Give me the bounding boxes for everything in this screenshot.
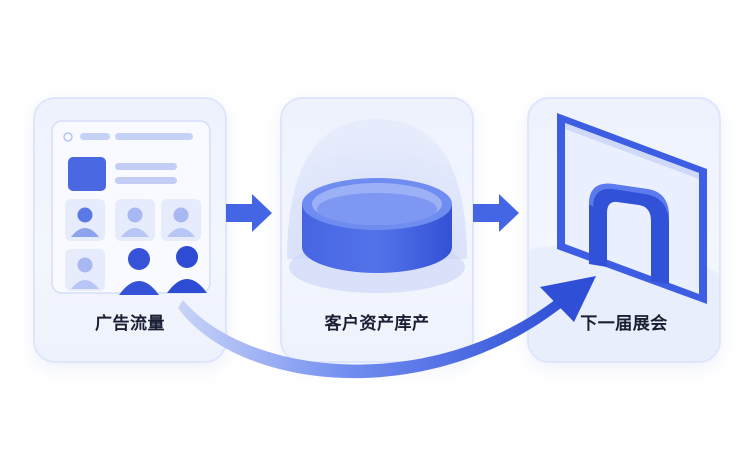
user-avatar-icon [65,199,105,241]
user-avatar-icon [119,248,159,295]
step-label-customer-asset: 客户资产库产 [324,314,430,334]
user-avatar-icon [161,199,201,241]
user-avatar-icon [115,199,155,241]
step-label-next-expo: 下一届展会 [580,314,668,334]
customer-asset-card: 客户资产库产 [280,97,474,363]
arrow-right-icon [473,194,519,232]
database-cylinder-icon [287,119,467,293]
ad-traffic-card: 广告流量 [33,97,227,363]
next-expo-card: 下一届展会 [527,97,721,363]
user-avatar-icon [167,246,207,293]
user-avatar-icon [65,249,105,291]
arrow-right-icon [226,194,272,232]
curved-arrow-icon [178,276,596,379]
ad-traffic-illustration [51,120,211,295]
expo-gate-icon [529,113,719,361]
step-label-ad-traffic: 广告流量 [95,314,165,334]
